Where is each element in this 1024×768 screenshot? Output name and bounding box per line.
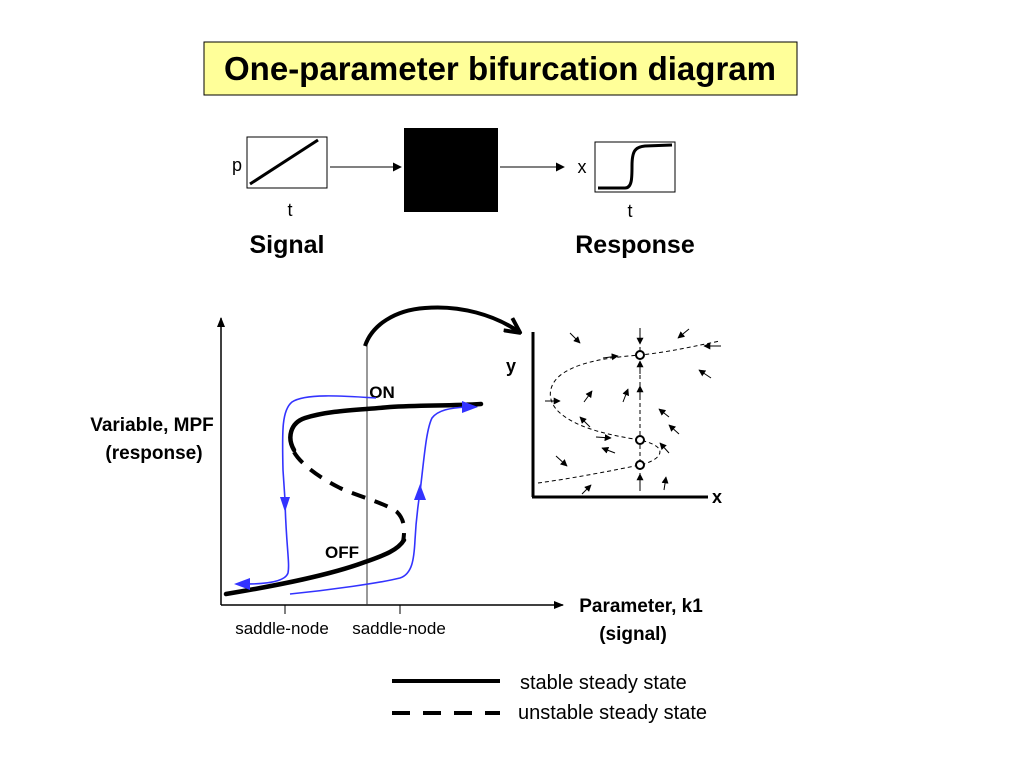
field-arrow <box>602 353 619 361</box>
bifurcation-ylabel-line2: (response) <box>105 443 202 464</box>
field-arrow <box>583 390 593 403</box>
on-state-label: ON <box>369 383 395 402</box>
zoom-curved-arrow <box>363 305 519 347</box>
steady-state-upper <box>635 350 645 360</box>
field-arrow <box>658 408 670 418</box>
hysteresis-curve-up <box>289 406 467 595</box>
saddle-node-label-left: saddle-node <box>235 619 329 638</box>
hysteresis-path-down <box>234 395 377 590</box>
hysteresis-path-up <box>289 401 478 595</box>
page-title: One-parameter bifurcation diagram <box>224 50 776 87</box>
lower-stable-branch <box>223 537 407 597</box>
black-box-system <box>404 128 498 212</box>
field-arrow <box>698 369 712 379</box>
steady-state-lower <box>635 460 645 470</box>
title-box <box>203 41 798 96</box>
signal-plot-frame <box>246 136 328 189</box>
response-caption: Response <box>575 231 695 259</box>
field-arrow <box>668 424 680 435</box>
s-shaped-nullcline <box>537 340 721 484</box>
left-arrow-icon <box>234 578 250 590</box>
block-diagram: p t Signal x t Response <box>232 128 695 259</box>
bifurcation-ylabel-line1: Variable, MPF <box>90 415 214 436</box>
vector-field <box>545 328 721 495</box>
field-arrow <box>595 434 612 442</box>
signal-ramp-line <box>249 138 319 186</box>
signal-caption: Signal <box>249 231 324 259</box>
upper-stable-branch <box>288 401 484 453</box>
hysteresis-curve-down <box>245 395 377 585</box>
phase-ylabel: y <box>506 356 516 376</box>
bifurcation-plot: saddle-node saddle-node Variable, MPF (r… <box>90 317 703 645</box>
legend-stable-label: stable steady state <box>520 672 687 694</box>
field-arrow <box>661 476 669 491</box>
field-arrow <box>677 328 690 339</box>
bifurcation-xlabel-line1: Parameter, k1 <box>579 596 703 617</box>
phase-plane: y x <box>506 328 722 507</box>
bifurcation-xlabel-line2: (signal) <box>599 624 667 645</box>
legend-unstable-label: unstable steady state <box>518 702 707 724</box>
off-state-label: OFF <box>325 543 359 562</box>
response-axis-y-label: x <box>578 157 587 177</box>
phase-xlabel: x <box>712 487 722 507</box>
response-axis-x-label: t <box>627 201 632 221</box>
down-arrow-icon <box>280 497 290 512</box>
response-plot: x t Response <box>575 141 695 259</box>
up-arrow-icon <box>414 484 426 500</box>
unstable-branch <box>292 450 407 543</box>
field-arrow <box>622 388 630 403</box>
signal-plot: p t Signal <box>232 136 328 259</box>
saddle-node-label-right: saddle-node <box>352 619 446 638</box>
right-arrow-icon <box>462 401 478 413</box>
field-arrow <box>601 446 616 454</box>
field-arrow <box>581 484 592 495</box>
field-arrow <box>555 455 568 467</box>
legend: stable steady state unstable steady stat… <box>392 672 707 724</box>
title-banner: One-parameter bifurcation diagram <box>203 41 798 96</box>
signal-axis-x-label: t <box>287 200 292 220</box>
field-arrow <box>659 442 670 454</box>
field-arrow <box>579 416 591 428</box>
response-sigmoid-curve <box>598 143 673 190</box>
steady-state-middle <box>635 435 645 445</box>
signal-axis-y-label: p <box>232 155 242 175</box>
field-arrow <box>569 332 581 344</box>
